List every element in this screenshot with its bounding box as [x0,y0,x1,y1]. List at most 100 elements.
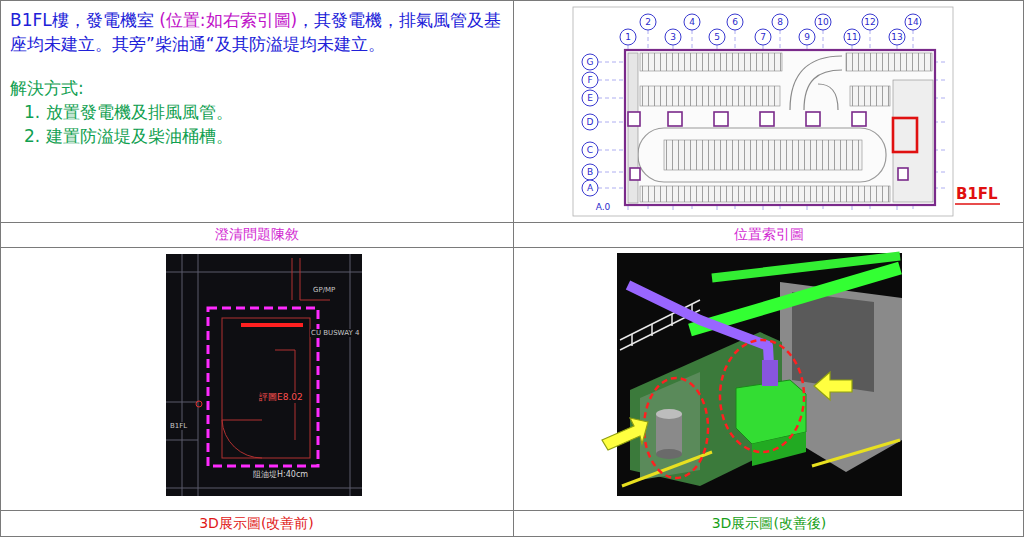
table-divider [513,0,514,537]
parking-layout [664,140,862,170]
cell-caption: 位置索引圖 [734,226,804,244]
cell-caption: 3D展示圖(改善後) [712,515,827,533]
core-rooms [668,112,682,126]
grid-bubbles [620,29,636,45]
model-3d [640,372,700,480]
model-3d [762,360,778,386]
cad-drawing [166,254,362,496]
grid-number: 3 [670,32,676,43]
grid-number: 10 [817,17,828,28]
cad-note: 阻油堤H:40cm [252,470,309,480]
cad-drawing [166,402,198,403]
grid-number: 14 [907,17,918,28]
cad-drawing [166,254,362,496]
grid-bubbles [582,180,598,196]
model-3d [628,285,770,384]
location-highlight [893,118,917,152]
grid-bubbles [755,29,771,45]
core-rooms [714,112,728,126]
highlight-ellipse [720,340,804,452]
grid-letter: A.0 [596,202,611,213]
cad-drawing [196,401,202,407]
caption-cell: 澄清問題陳敘 [0,223,513,247]
cad-note: B1FL [169,422,188,430]
cad-drawing [222,420,262,458]
cad-note: CU BUSWAY 4 [310,329,360,337]
grid-bubbles [582,72,598,88]
grid-bubbles [889,29,905,45]
parking-layout [790,56,842,110]
building-outline [625,50,935,205]
grid-letter: B [587,167,593,178]
grid-bubbles [772,14,788,30]
grid-bubbles [582,114,598,130]
core-rooms [628,112,908,180]
model-3d [631,334,633,346]
core-rooms [630,168,640,180]
callout-arrow [814,372,852,400]
plan-frame [573,7,953,216]
grid-number: 5 [714,32,720,43]
model-3d [656,409,682,419]
table-divider [0,222,1024,223]
parking-layout [640,53,782,71]
exhaust-mark [241,323,303,327]
grid-bubbles [665,29,681,45]
grid-bubbles [799,29,815,45]
grid-letter: G [587,57,594,68]
table-divider [0,247,1024,248]
solution-heading: 解決方式: [10,76,503,100]
grid-bubbles [815,14,831,30]
grid-lines [598,30,945,210]
cell-caption: 3D展示圖(改善前) [199,515,314,533]
table-divider [0,510,1024,511]
core-rooms [760,112,774,126]
cad-drawing [300,258,301,300]
cad-drawing [222,318,310,458]
cad-drawing [222,420,262,421]
caption-cell: 3D展示圖(改善後) [514,511,1024,537]
parking-layout [638,128,886,182]
grid-bubbles [905,14,921,30]
model-3d [752,432,806,466]
grid-bubbles [582,54,598,70]
grid-number: 1 [625,32,631,43]
location-note: (位置:如右索引圖) [159,10,297,30]
parking-layout [893,80,933,202]
caption-cell: 位置索引圖 [514,223,1024,247]
grid-number: 6 [732,17,738,28]
highlight-ellipse [644,378,708,478]
parking-layout [626,51,934,204]
cad-drawing [292,258,293,300]
grid-number: 11 [846,32,857,43]
grid-bubbles [727,14,743,30]
model-3d [690,268,900,330]
grid-bubbles [582,90,598,106]
model-3d [812,440,900,466]
grid-number: 9 [804,32,810,43]
model-3d [671,314,673,326]
grid-letter: A [587,183,593,194]
grid-bubbles [582,142,598,158]
core-rooms [898,168,908,180]
grid-number: 8 [777,17,783,28]
cell-caption: 澄清問題陳敘 [215,226,299,244]
grid-number: 7 [760,32,766,43]
solution-item: 2. 建置防溢堤及柴油桶槽。 [10,124,503,148]
core-rooms [852,112,866,126]
cad-drawing [198,254,199,496]
floor-plan [573,7,1000,216]
model-3d [792,292,874,392]
parking-layout [640,86,780,106]
grid-letter: F [587,75,592,86]
cad-note: 評圖E8.02 [258,392,304,403]
cad-note: GP/MP [312,286,336,294]
model-3d [622,452,712,486]
model-3d [651,324,653,336]
grid-number: 4 [689,17,695,28]
grid-number: 13 [891,32,902,43]
